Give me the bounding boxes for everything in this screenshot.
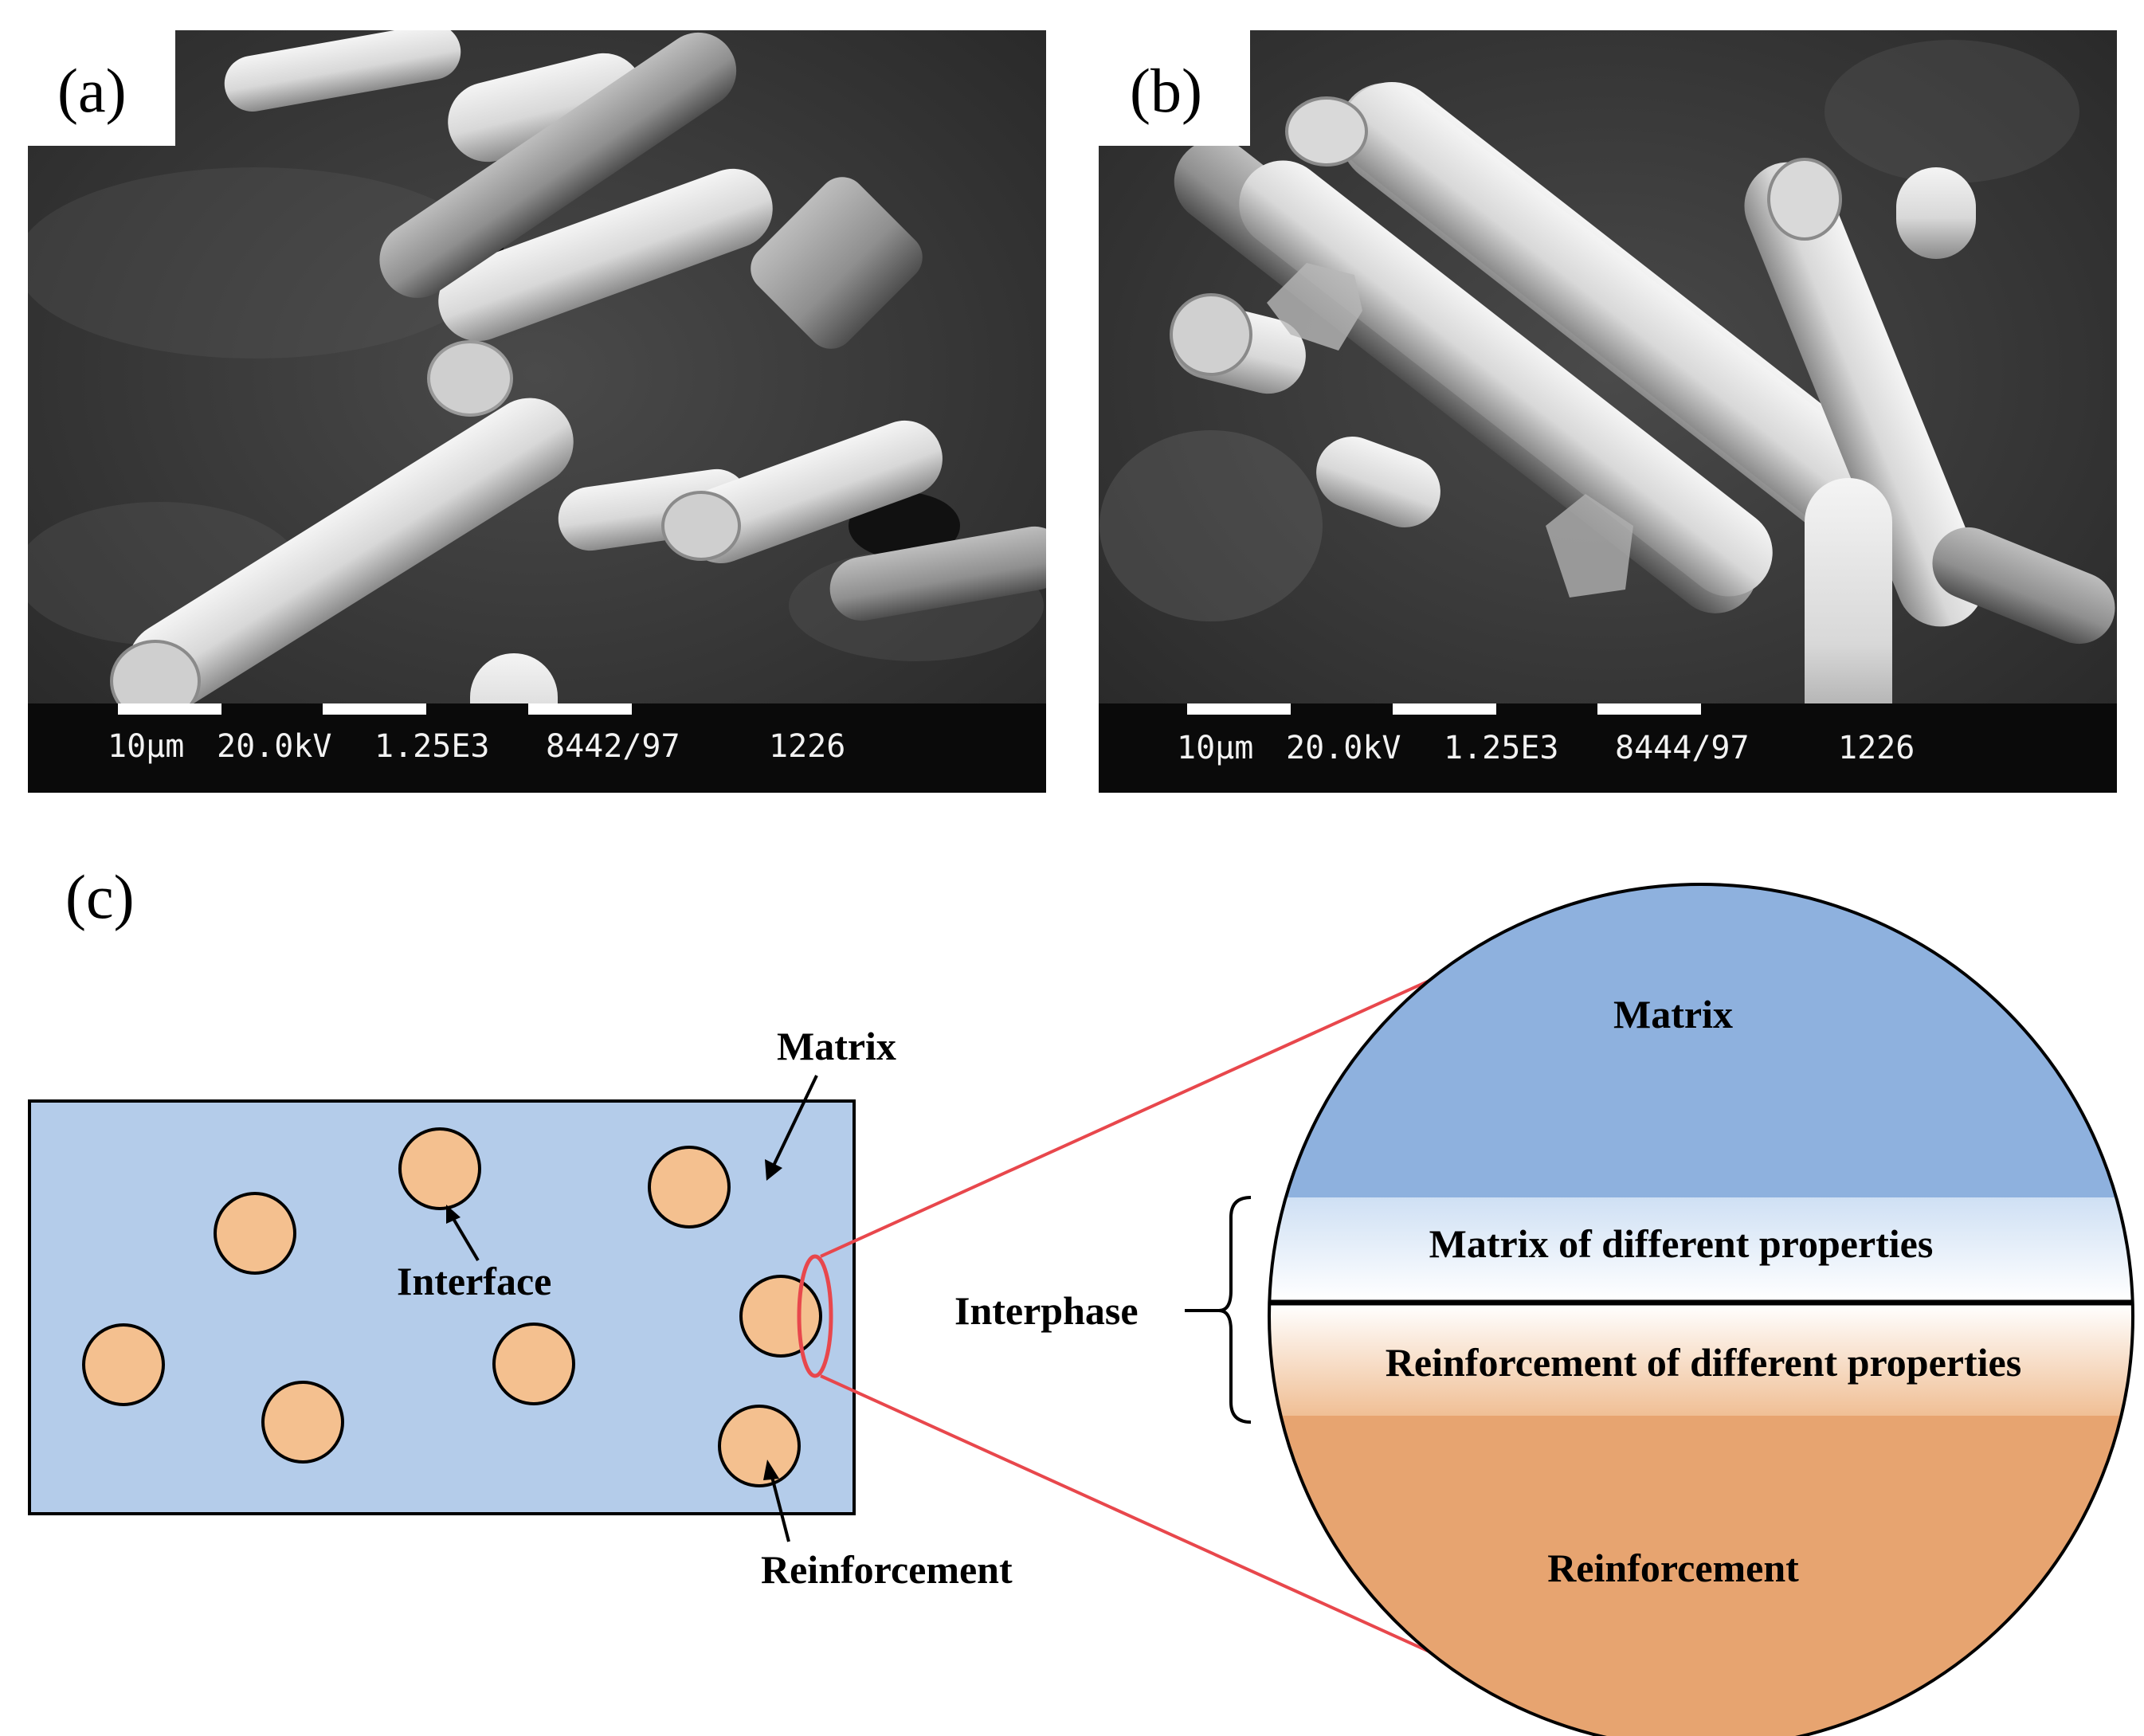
- scale-segment: [1393, 703, 1496, 715]
- interphase-brace: [1218, 1196, 1252, 1424]
- magnified-circle-outline: [1268, 883, 2134, 1736]
- fibers-b: [1170, 81, 2115, 781]
- matrix-label: Matrix: [777, 1024, 896, 1068]
- reinforcement-particle: [82, 1323, 165, 1406]
- image-number: 8444/97: [1615, 730, 1750, 766]
- reinforcement-particle: [648, 1146, 731, 1229]
- matrix-arrow: [771, 1075, 818, 1168]
- reinforcement-particle: [261, 1381, 344, 1464]
- zoom-callout-line-bottom: [820, 1374, 1516, 1692]
- reinforcement-label: Reinforcement: [761, 1547, 1013, 1592]
- composite-schematic: Matrix Interface Reinforcement: [28, 1024, 1013, 1592]
- circle-reinforcement-label: Reinforcement: [1547, 1546, 1799, 1590]
- reinforcement-particle: [492, 1323, 575, 1405]
- interphase-label: Interphase: [954, 1288, 1139, 1333]
- sem-panel-a: (a) 10μm 20.0kV 1.25E3 8442/97 1226: [28, 30, 1046, 793]
- scale-segment: [323, 703, 426, 715]
- scale-segment: [1187, 703, 1291, 715]
- scale-segment: [118, 703, 221, 715]
- circle-matrix-label: Matrix: [1613, 992, 1733, 1037]
- circle-reinforcement-interphase-label: Reinforcement of different properties: [1386, 1340, 2021, 1385]
- circle-matrix-interphase-region: [1269, 1197, 2133, 1301]
- image-number: 8442/97: [546, 728, 680, 765]
- label-box-b: [1099, 30, 1250, 146]
- scale-strip-a: [28, 703, 1046, 793]
- magnified-interphase-view: Matrix Matrix of different properties Re…: [1268, 883, 2134, 1736]
- label-box-a: [28, 30, 175, 146]
- scale-bar-text-a: 10μm 20.0kV 1.25E3 8442/97 1226: [108, 728, 845, 765]
- sem-panel-b: (b) 10μm 20.0kV 1.25E3 8444/97 1226: [1099, 30, 2117, 793]
- magnification-value: 1.25E3: [1444, 730, 1559, 766]
- voltage-value: 20.0kV: [1286, 730, 1401, 766]
- scale-value: 10μm: [108, 728, 184, 765]
- fiber-hole: [849, 492, 960, 559]
- reinforcement-arrow: [770, 1473, 790, 1542]
- circle-reinforcement-interphase-region: [1269, 1304, 2133, 1416]
- zoom-callout-line-top: [820, 940, 1516, 1258]
- reinforcement-particle: [214, 1192, 296, 1275]
- arrow-head: [765, 1159, 782, 1181]
- panel-label-b: (b): [1130, 56, 1202, 125]
- reinforcement-particles: [82, 1127, 822, 1487]
- arrow-head: [763, 1460, 779, 1480]
- code-value: 1226: [769, 728, 845, 765]
- panel-label-a: (a): [57, 56, 127, 125]
- scale-strip-b: [1099, 703, 2117, 793]
- interphase-annotation: Interphase: [954, 1196, 1252, 1424]
- scale-segment: [1597, 703, 1701, 715]
- panel-label-c: (c): [65, 862, 135, 931]
- reinforcement-particle: [739, 1275, 822, 1358]
- code-value: 1226: [1838, 730, 1915, 766]
- magnification-value: 1.25E3: [374, 728, 490, 765]
- zoom-region-marker: [797, 1254, 833, 1378]
- interface-label: Interface: [397, 1259, 551, 1303]
- reinforcement-particle: [718, 1405, 801, 1487]
- scale-segment: [528, 703, 632, 715]
- circle-matrix-region: [1269, 884, 2133, 1199]
- scale-bar-text-b: 10μm 20.0kV 1.25E3 8444/97 1226: [1177, 730, 1915, 766]
- interface-arrow: [451, 1216, 480, 1262]
- reinforcement-particle: [398, 1127, 481, 1210]
- voltage-value: 20.0kV: [217, 728, 332, 765]
- circle-matrix-interphase-label: Matrix of different properties: [1429, 1221, 1934, 1266]
- arrow-head: [446, 1205, 461, 1224]
- scale-value: 10μm: [1177, 730, 1253, 766]
